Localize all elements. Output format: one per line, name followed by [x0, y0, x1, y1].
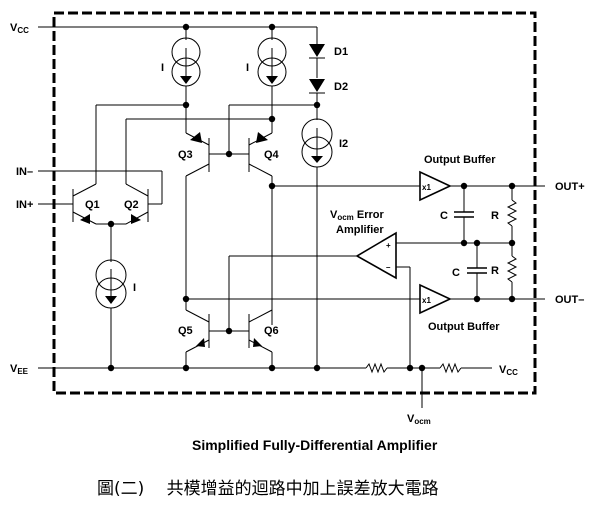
- resistor-icon: [506, 186, 518, 243]
- buffer-gain: x1: [422, 183, 431, 192]
- resistor-icon: [365, 362, 388, 374]
- junction-dot: [225, 150, 233, 158]
- transistor-label: Q5: [178, 325, 193, 337]
- current-source-icon: [257, 27, 287, 118]
- junction-dot: [268, 364, 276, 372]
- current-source-label: I: [246, 62, 249, 74]
- diode-label: D1: [334, 46, 348, 58]
- resistor-label: R: [491, 265, 499, 277]
- junction-dot: [107, 364, 115, 372]
- diode-icon: [309, 44, 325, 78]
- output-buffer-top-label: Output Buffer: [424, 154, 496, 166]
- output-buffer-bottom-label: Output Buffer: [428, 321, 500, 333]
- diode-label: D2: [334, 81, 348, 93]
- caption-chinese: 圖(二) 共模增益的迴路中加上誤差放大電路: [97, 479, 439, 499]
- transistor-q1-icon: [72, 183, 97, 225]
- transistor-label: Q4: [264, 149, 280, 161]
- output-label-out-plus: OUT+: [555, 181, 585, 193]
- vcc-top-label: VCC: [10, 22, 29, 35]
- error-amp-plus: +: [386, 241, 391, 250]
- current-source-label: I: [161, 62, 164, 74]
- resistor-icon: [506, 243, 518, 299]
- vcc-bottom-label: VCC: [499, 364, 518, 377]
- error-amp-minus: –: [386, 263, 391, 272]
- diode-icon: [309, 79, 325, 105]
- junction-dot: [182, 364, 190, 372]
- transistor-q4-icon: [248, 132, 273, 186]
- current-source-icon: [95, 224, 127, 368]
- transistor-label: Q2: [124, 199, 139, 211]
- capacitor-icon: [454, 186, 474, 243]
- error-amp-label-line2: Amplifier: [336, 224, 384, 236]
- capacitor-label: C: [452, 267, 460, 279]
- current-source-icon: [301, 105, 333, 368]
- capacitor-icon: [467, 243, 487, 299]
- transistor-q5-icon: [185, 309, 210, 368]
- transistor-q6-icon: [248, 309, 273, 368]
- transistor-q2-icon: [125, 183, 149, 225]
- transistor-label: Q1: [85, 199, 100, 211]
- caption-english: Simplified Fully-Differential Amplifier: [192, 437, 438, 453]
- output-label-out-minus: OUT–: [555, 294, 584, 306]
- transistor-label: Q6: [264, 325, 279, 337]
- transistor-q3-icon: [185, 132, 210, 299]
- output-buffer-bottom-icon: [419, 283, 452, 315]
- buffer-gain: x1: [422, 296, 431, 305]
- output-buffer-top-icon: [419, 170, 452, 202]
- transistor-label: Q3: [178, 149, 193, 161]
- chip-boundary: [52, 11, 537, 395]
- capacitor-label: C: [440, 210, 448, 222]
- junction-dot: [460, 239, 468, 247]
- error-amplifier-icon: [355, 231, 397, 280]
- input-label-in-plus: IN+: [16, 199, 33, 211]
- resistor-label: R: [491, 210, 499, 222]
- input-label-in-minus: IN–: [16, 166, 33, 178]
- current-source-icon: [171, 27, 201, 105]
- error-amp-label: Vocm Error: [330, 209, 384, 222]
- junction-dot: [313, 364, 321, 372]
- vocm-label: Vocm: [407, 413, 431, 426]
- junction-dot: [225, 327, 233, 335]
- current-source-label: I2: [339, 138, 348, 150]
- resistor-icon: [439, 362, 462, 374]
- current-source-label: I: [133, 282, 136, 294]
- vee-label: VEE: [10, 363, 29, 376]
